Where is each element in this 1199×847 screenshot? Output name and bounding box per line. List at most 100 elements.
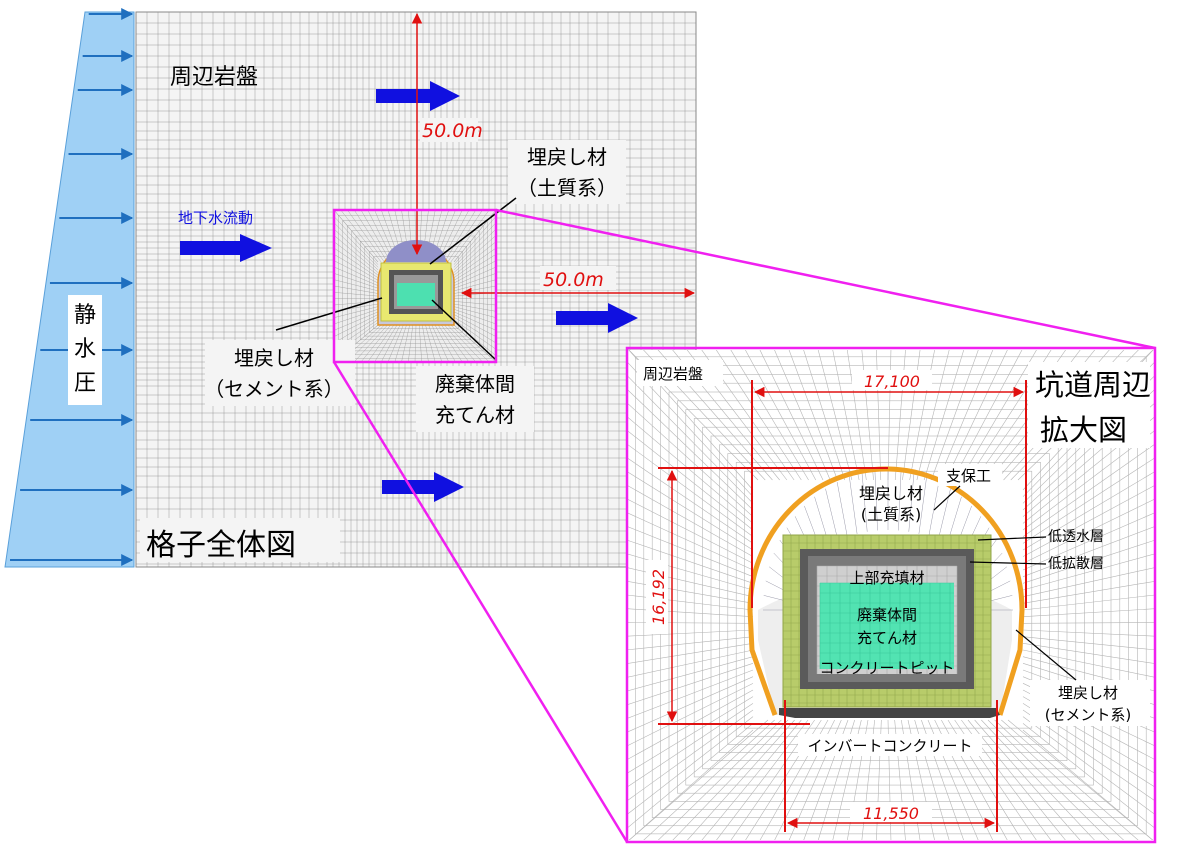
- low-permeability-leader: [977, 536, 1047, 541]
- mesh-line: [1001, 719, 1139, 840]
- detail-title-line1: 坑道周辺: [1035, 368, 1151, 402]
- overview-backfill-cement-line1: 埋戻し材: [234, 346, 314, 370]
- dim-horizontal-label: 50.0m: [543, 269, 604, 291]
- tunnel-mini-waste-filler: [397, 283, 435, 306]
- overview-surrounding-rock-label: 周辺岩盤: [170, 65, 258, 90]
- mesh-line: [916, 350, 950, 481]
- mesh-line: [898, 470, 902, 531]
- mesh-line: [627, 553, 754, 591]
- dim-left-label-bg: [646, 560, 668, 634]
- callout-soil-bg: [508, 140, 626, 204]
- mesh-line: [627, 375, 754, 504]
- zoom-connector-top: [495, 208, 1156, 350]
- mesh-line: [981, 719, 1095, 840]
- support-leader: [933, 485, 961, 511]
- detail-rock-label-bg: [637, 360, 723, 386]
- mesh-line: [1022, 608, 1155, 617]
- mesh-line: [627, 629, 754, 637]
- concrete-pit-label: コンクリートピット: [819, 659, 954, 677]
- overview-waste-filler-line1: 廃棄体間: [435, 372, 515, 396]
- flow-arrow-3: [556, 303, 638, 333]
- mesh-line: [1022, 567, 1155, 597]
- mesh-line: [817, 350, 853, 481]
- overview-title-bg: [140, 518, 340, 562]
- dim-vertical-label-bg: [420, 118, 478, 142]
- mesh-line: [938, 350, 994, 481]
- callout-cement-leader: [275, 297, 383, 331]
- mesh-line: [715, 350, 802, 481]
- hydrostatic-char-1: 静: [74, 303, 96, 328]
- invert-concrete-shape: [779, 708, 1000, 718]
- mesh-line: [627, 402, 754, 517]
- mesh-line: [994, 719, 1124, 840]
- mesh-line: [627, 723, 754, 829]
- detail-cement-leader: [1015, 629, 1077, 681]
- mesh-line: [952, 350, 1023, 481]
- mesh-ring: [685, 409, 1094, 786]
- callout-cement-bg: [205, 340, 355, 406]
- detail-backfill-soil-line2: (土質系): [861, 505, 922, 524]
- mesh-line: [931, 350, 979, 481]
- mesh-line: [959, 350, 1037, 481]
- mesh-line: [1022, 498, 1155, 564]
- mesh-line: [1022, 443, 1155, 537]
- mesh-line: [974, 719, 1081, 840]
- mesh-line: [846, 350, 867, 481]
- mesh-line: [1022, 716, 1155, 815]
- mesh-line: [627, 663, 754, 706]
- mesh-line: [832, 350, 860, 481]
- dim-vertical-label: 50.0m: [422, 120, 483, 142]
- mesh-line: [672, 719, 789, 840]
- mesh-line: [1022, 484, 1155, 557]
- mesh-line: [627, 443, 754, 537]
- mesh-line: [849, 476, 858, 534]
- callout-waste-leader: [431, 299, 497, 361]
- detail-title-bg: [1028, 362, 1150, 448]
- flow-arrow-4: [382, 472, 464, 502]
- mesh-line: [627, 388, 754, 511]
- support-label-bg: [938, 464, 1002, 486]
- mesh-line: [627, 498, 754, 564]
- hydrostatic-label-box: [68, 295, 102, 405]
- support-ring: [747, 466, 1025, 716]
- dim-horizontal-label-bg: [540, 266, 616, 290]
- mesh-line: [1022, 636, 1155, 651]
- mesh-line: [627, 643, 754, 664]
- detail-backfill-cement-line2: (セメント系): [1045, 706, 1131, 724]
- dim-bottom-label: 11,550: [863, 804, 919, 823]
- detail-panel: 周辺岩盤 坑道周辺 拡大図 17,100 16,192 11,550 支保工 埋…: [625, 346, 1157, 844]
- mesh-line: [716, 719, 809, 840]
- invert-concrete-label: インバートコンクリート: [807, 737, 972, 755]
- detail-backfill-soil-line1: 埋戻し材: [859, 484, 923, 503]
- mesh-ring: [702, 426, 1077, 770]
- mesh-line: [627, 512, 754, 571]
- overview-backfill-soil-line1: 埋戻し材: [527, 145, 607, 169]
- mesh-line: [627, 703, 754, 788]
- mesh-line: [643, 719, 775, 840]
- mesh-line: [657, 719, 782, 840]
- groundwater-flow-arrows: [180, 81, 638, 502]
- mesh-line: [1022, 457, 1155, 544]
- mesh-line: [803, 350, 845, 481]
- hydrostatic-pressure: 静 水 圧: [4, 8, 135, 568]
- mesh-line: [627, 716, 754, 815]
- mesh-ring: [677, 400, 1103, 794]
- mesh-line: [836, 482, 848, 537]
- detail-title-line2: 拡大図: [1040, 413, 1127, 447]
- mesh-line: [908, 473, 915, 532]
- overview-callouts: 埋戻し材 （土質系） 埋戻し材 （セメント系） 廃棄体間 充てん材: [204, 140, 626, 432]
- mesh-line: [627, 539, 754, 584]
- mesh-line: [628, 729, 754, 840]
- overview-title: 格子全体図: [146, 528, 296, 563]
- mesh-line: [627, 656, 754, 692]
- mesh-line: [825, 488, 839, 541]
- mesh-line: [1022, 629, 1155, 637]
- mesh-line: [1022, 580, 1155, 604]
- mesh-line: [918, 476, 927, 534]
- mesh-line: [627, 457, 754, 544]
- mesh-line: [627, 696, 754, 774]
- flow-arrow-1: [180, 234, 272, 262]
- mesh-line: [861, 473, 868, 532]
- low-permeability-label: 低透水層: [1048, 529, 1104, 545]
